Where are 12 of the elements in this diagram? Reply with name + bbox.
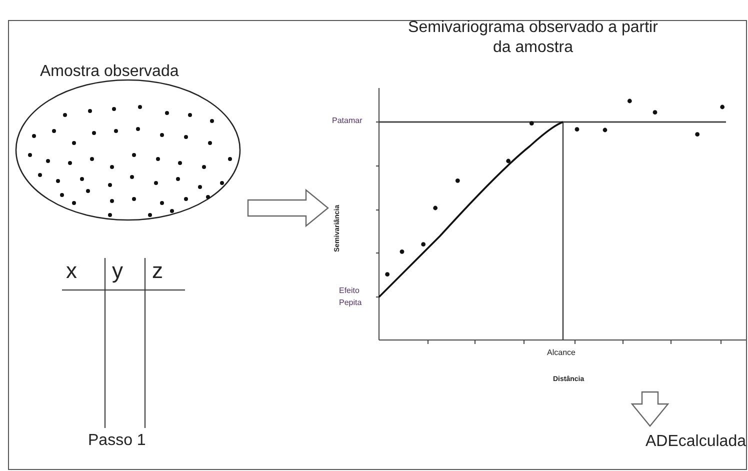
hollow-arrow (247, 188, 329, 228)
column-header: x (66, 258, 77, 284)
column-header: y (112, 258, 123, 284)
axis-tick-label: Efeito Pepita (339, 285, 363, 309)
axis-tick-label: Patamar (332, 116, 362, 125)
hollow-arrow (630, 391, 670, 427)
chart-title: Semivariograma observado a partir da amostra (408, 18, 658, 58)
sample-title: Amostra observada (40, 63, 179, 81)
step-label: Passo 1 (88, 432, 146, 450)
result-label: ADEcalculada (596, 426, 746, 458)
axis-tick-label: Alcance (547, 348, 576, 357)
column-header: z (152, 258, 163, 284)
